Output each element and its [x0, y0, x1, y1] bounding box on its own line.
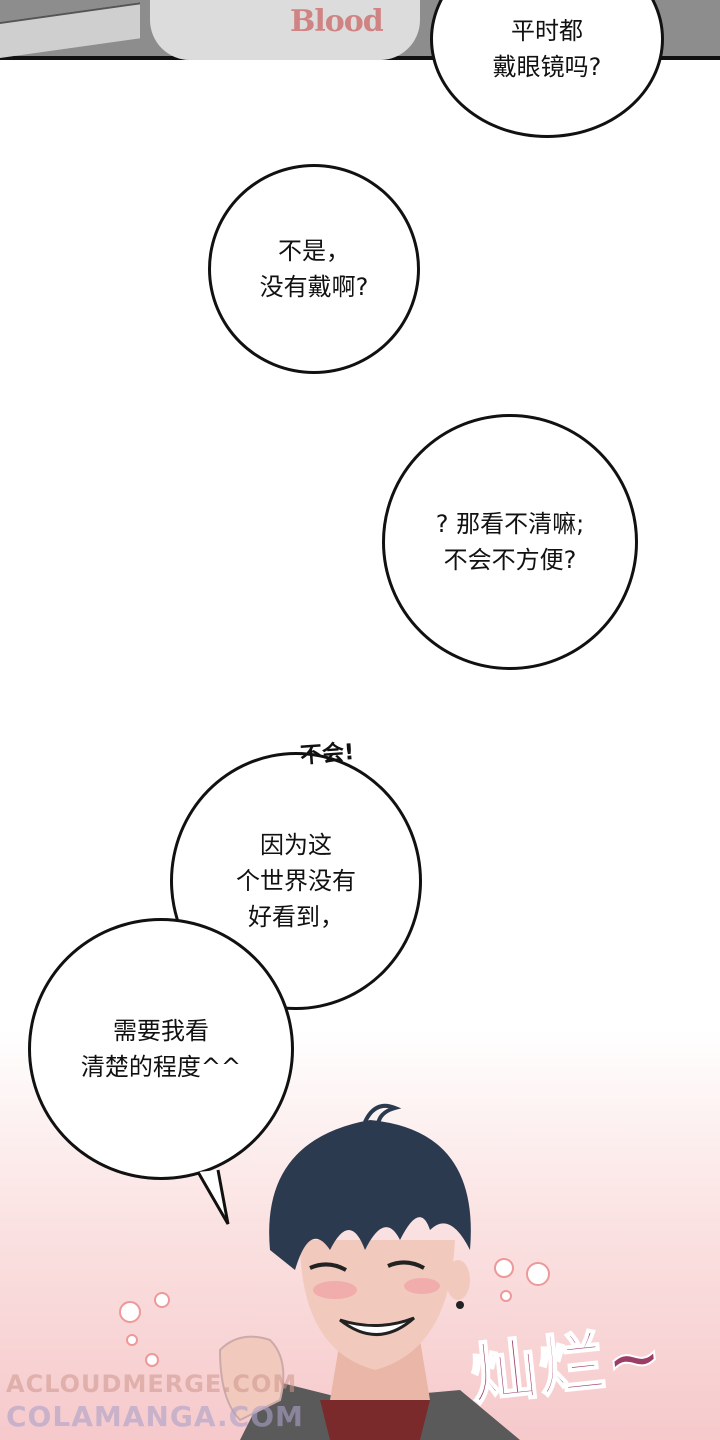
watermark: COLAMANGA.COM	[6, 1400, 304, 1433]
watermark: ACLOUDMERGE.COM	[6, 1370, 298, 1398]
sound-effect-text: 灿烂~	[466, 1316, 668, 1415]
speech-bubble: 平时都 戴眼镜吗?	[430, 0, 664, 138]
speech-text: 因为这 个世界没有 好看到，	[236, 831, 356, 931]
speech-bubble: 因为这 个世界没有 好看到，	[170, 752, 422, 1010]
flower-icon	[119, 1292, 170, 1367]
speech-text: 平时都 戴眼镜吗?	[492, 17, 602, 81]
speech-text: ? 那看不清嘛; 不会不方便?	[435, 510, 585, 574]
smiling-character	[218, 1103, 520, 1440]
speech-bubble-tail	[196, 1169, 230, 1225]
speech-bubble: 不是， 没有戴啊?	[208, 164, 420, 374]
speech-bubble: 需要我看 清楚的程度^^	[28, 918, 294, 1180]
shout-text: 不会!	[299, 740, 356, 769]
desk	[0, 2, 140, 58]
flower-icon	[494, 1258, 550, 1302]
speech-text: 不是， 没有戴啊?	[259, 237, 369, 301]
character-shoulder	[150, 0, 420, 60]
speech-text: 需要我看 清楚的程度^^	[80, 1017, 242, 1081]
shirt-print: Blood	[290, 4, 384, 39]
speech-bubble: ? 那看不清嘛; 不会不方便?	[382, 414, 638, 670]
